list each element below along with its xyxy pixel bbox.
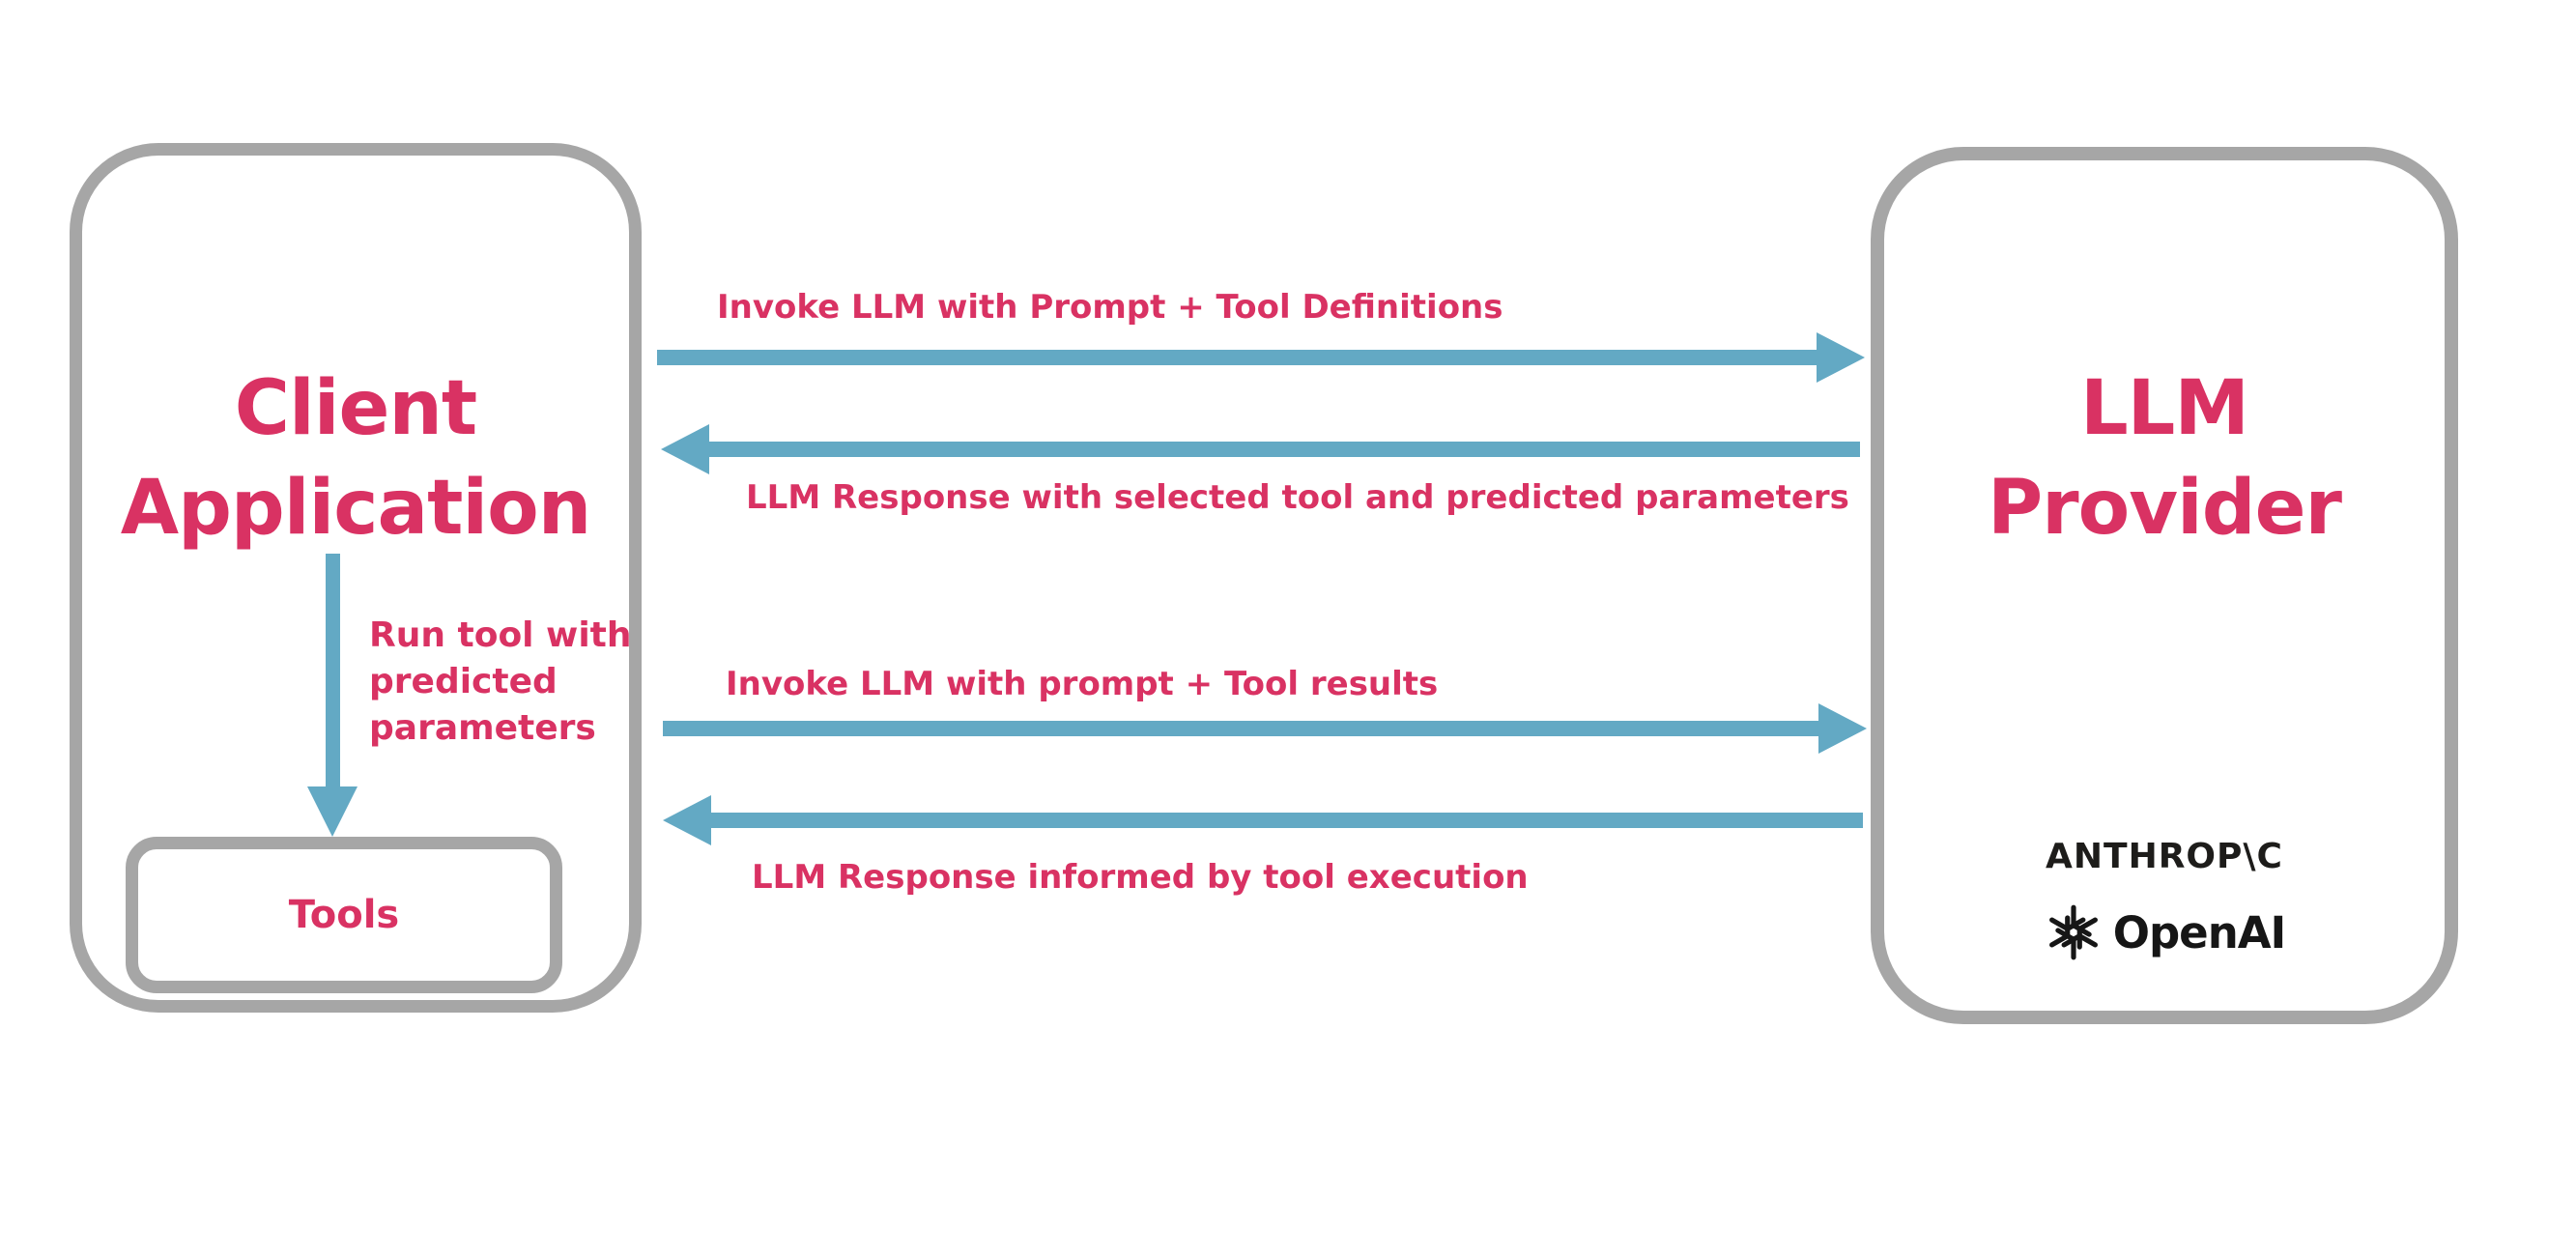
arrow-head-icon <box>661 424 709 474</box>
openai-logo: OpenAI <box>1871 899 2458 966</box>
message-2-label: LLM Response with selected tool and pred… <box>746 478 1849 517</box>
openai-wordmark: OpenAI <box>2112 906 2287 958</box>
arrow-body <box>709 442 1860 457</box>
run-tool-label-line-1: Run tool with <box>369 615 632 655</box>
client-application-title: Client Application <box>70 359 642 558</box>
arrow-head-icon <box>1818 703 1867 754</box>
llm-provider-title: LLM Provider <box>1871 359 2458 558</box>
run-tool-arrow-shaft <box>326 554 340 788</box>
message-1-arrow-right <box>657 332 1865 383</box>
llm-provider-box <box>1871 147 2458 1024</box>
run-tool-label: Run tool with predicted parameters <box>369 613 632 752</box>
client-title-line-1: Client <box>234 365 477 452</box>
run-tool-arrow-head-icon <box>307 786 358 837</box>
llm-title-line-1: LLM <box>2079 365 2249 452</box>
message-4-arrow-left <box>663 795 1863 845</box>
client-title-line-2: Application <box>120 465 592 552</box>
arrow-head-icon <box>663 795 711 845</box>
run-tool-label-line-3: parameters <box>369 708 596 748</box>
message-3-arrow-right <box>663 703 1867 754</box>
llm-title-line-2: Provider <box>1987 465 2342 552</box>
message-4-label: LLM Response informed by tool execution <box>752 858 1529 897</box>
arrow-body <box>711 813 1863 828</box>
message-3-label: Invoke LLM with prompt + Tool results <box>726 665 1439 703</box>
arrow-body <box>657 350 1817 365</box>
message-1-label: Invoke LLM with Prompt + Tool Definition… <box>717 288 1503 327</box>
message-2-arrow-left <box>661 424 1860 474</box>
tools-box: Tools <box>126 837 562 993</box>
run-tool-label-line-2: predicted <box>369 662 558 701</box>
arrow-head-icon <box>1817 332 1865 383</box>
tools-label: Tools <box>288 893 400 937</box>
anthropic-logo: ANTHROP\C <box>2046 837 2283 876</box>
arrow-body <box>663 721 1818 736</box>
openai-knot-icon <box>2048 904 2098 960</box>
